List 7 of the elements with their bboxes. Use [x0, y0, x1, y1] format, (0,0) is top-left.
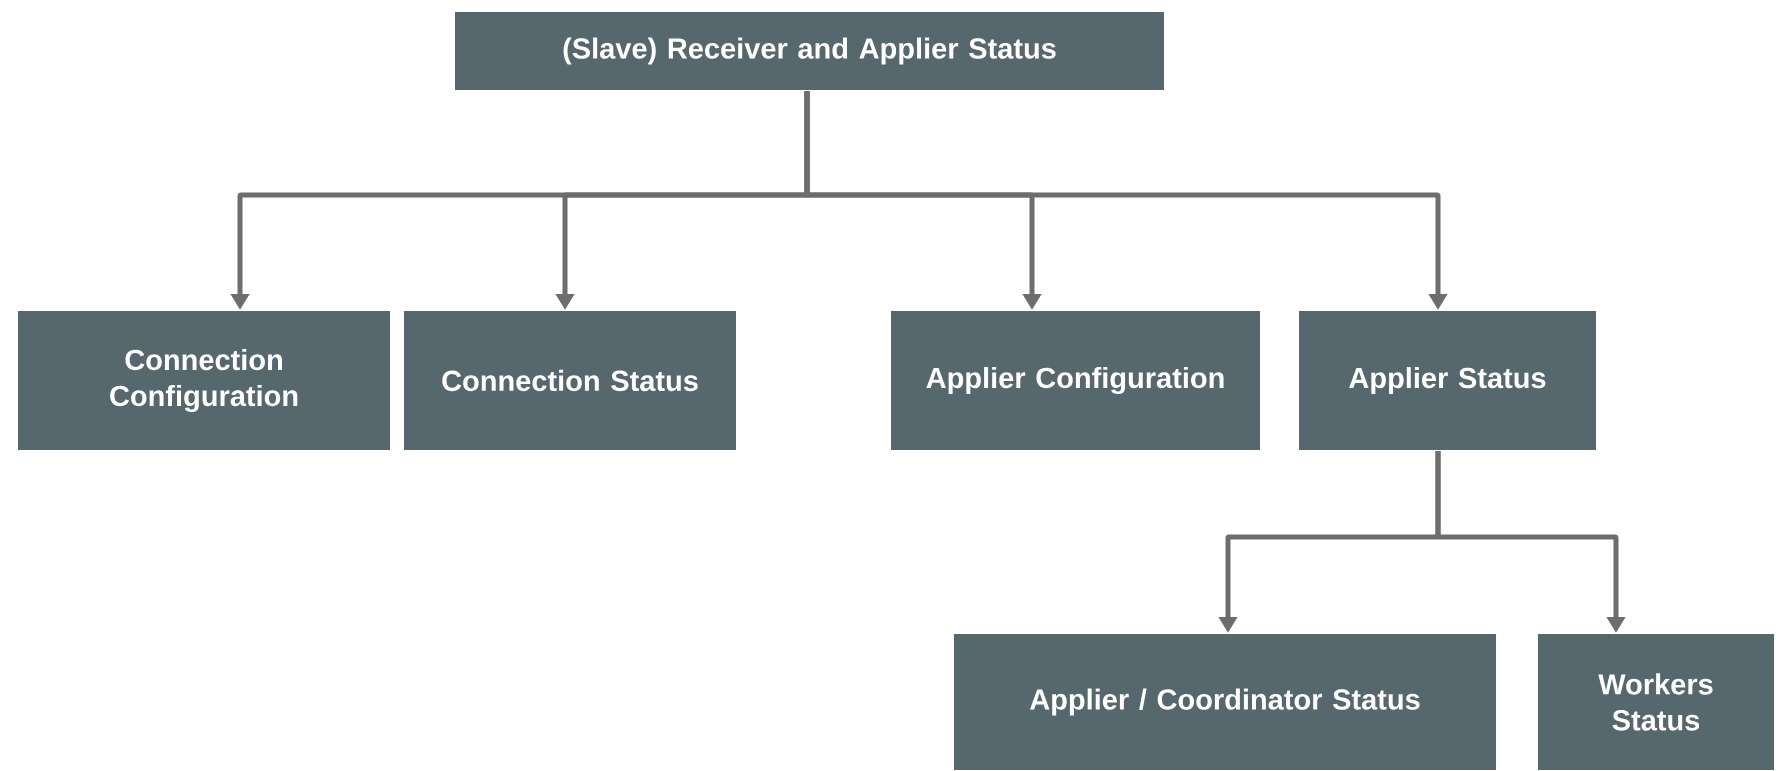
process-box: Applier Configuration	[889, 309, 1262, 452]
process-box: Connection Status	[402, 309, 738, 452]
process-box: Applier Status	[1297, 309, 1598, 452]
process-box: Connection Configuration	[16, 309, 392, 452]
process-box: Applier / Coordinator Status	[952, 632, 1498, 771]
process-box: (Slave) Receiver and Applier Status	[453, 10, 1166, 92]
process-box: Workers Status	[1536, 632, 1776, 771]
